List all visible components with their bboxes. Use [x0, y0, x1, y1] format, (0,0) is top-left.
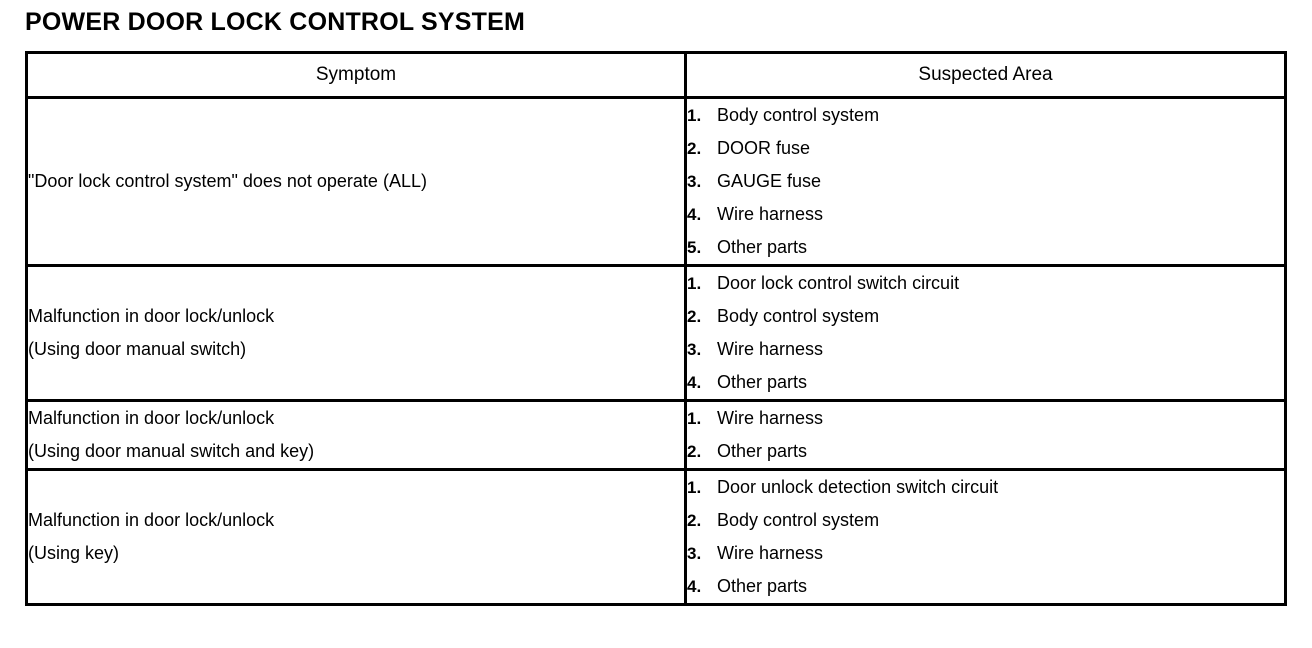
symptom-line: (Using door manual switch and key) [28, 441, 315, 461]
symptom-line: Malfunction in door lock/unlock [28, 408, 275, 428]
suspected-area-item: 3. Wire harness [687, 333, 1284, 366]
suspected-area-item-number: 1. [687, 478, 702, 497]
suspected-area-item-label: Wire harness [717, 339, 824, 359]
suspected-area-item-label: Door lock control switch circuit [717, 273, 960, 293]
table-row: "Door lock control system" does not oper… [25, 96, 1287, 267]
symptom-line: Malfunction in door lock/unlock [28, 510, 275, 530]
table-body: "Door lock control system" does not oper… [25, 96, 1287, 606]
suspected-area-item-number: 2. [687, 511, 702, 530]
symptom-line: Malfunction in door lock/unlock [28, 306, 275, 326]
suspected-area-item-number: 1. [687, 106, 702, 125]
table-row: Malfunction in door lock/unlock (Using ke… [25, 468, 1287, 606]
symptom-line: (Using door manual switch) [28, 339, 247, 359]
suspected-area-item: 2. Body control system [687, 300, 1284, 333]
suspected-area-item-number: 4. [687, 373, 702, 392]
column-header-suspected-area: Suspected Area [684, 51, 1287, 99]
symptom-cell: Malfunction in door lock/unlock (Using do… [25, 399, 687, 471]
suspected-area-item: 1. Door unlock detection switch circuit [687, 471, 1284, 504]
column-header-symptom: Symptom [25, 51, 687, 99]
suspected-area-list: 1. Door unlock detection switch circuit 2.… [687, 471, 1284, 603]
suspected-area-item: 2. Other parts [687, 435, 1284, 468]
suspected-area-item-label: Body control system [717, 105, 880, 125]
table-row: Malfunction in door lock/unlock (Using do… [25, 264, 1287, 402]
suspected-area-item-label: Other parts [717, 237, 808, 257]
suspected-area-item: 2. Body control system [687, 504, 1284, 537]
suspected-area-list: 1. Body control system 2. DOOR fuse 3. GAUGE … [687, 99, 1284, 264]
suspected-area-item-label: Body control system [717, 510, 880, 530]
suspected-area-list: 1. Wire harness 2. Other parts [687, 402, 1284, 468]
suspected-area-cell: 1. Wire harness 2. Other parts [684, 399, 1287, 471]
suspected-area-item-label: GAUGE fuse [717, 171, 822, 191]
suspected-area-cell: 1. Door unlock detection switch circuit 2.… [684, 468, 1287, 606]
symptom-cell: Malfunction in door lock/unlock (Using ke… [25, 468, 687, 606]
suspected-area-item-number: 4. [687, 577, 702, 596]
page-title: POWER DOOR LOCK CONTROL SYSTEM [25, 8, 525, 36]
symptom-line: (Using key) [28, 543, 120, 563]
suspected-area-item-number: 3. [687, 172, 702, 191]
suspected-area-item-label: Wire harness [717, 204, 824, 224]
suspected-area-item: 4. Other parts [687, 570, 1284, 603]
suspected-area-item: 5. Other parts [687, 231, 1284, 264]
suspected-area-item-number: 2. [687, 442, 702, 461]
suspected-area-item: 4. Other parts [687, 366, 1284, 399]
suspected-area-item: 4. Wire harness [687, 198, 1284, 231]
suspected-area-item-label: Other parts [717, 441, 808, 461]
suspected-area-item: 1. Wire harness [687, 402, 1284, 435]
suspected-area-list: 1. Door lock control switch circuit 2. Body… [687, 267, 1284, 399]
suspected-area-item: 1. Body control system [687, 99, 1284, 132]
suspected-area-item-number: 2. [687, 307, 702, 326]
suspected-area-item-number: 4. [687, 205, 702, 224]
suspected-area-item-label: Door unlock detection switch circuit [717, 477, 999, 497]
table-row: Malfunction in door lock/unlock (Using do… [25, 399, 1287, 471]
suspected-area-item-number: 5. [687, 238, 702, 257]
symptom-cell: Malfunction in door lock/unlock (Using do… [25, 264, 687, 402]
suspected-area-item-number: 1. [687, 409, 702, 428]
suspected-area-item-label: Body control system [717, 306, 880, 326]
suspected-area-cell: 1. Body control system 2. DOOR fuse 3. GAUGE … [684, 96, 1287, 267]
suspected-area-item-number: 1. [687, 274, 702, 293]
suspected-area-item-label: DOOR fuse [717, 138, 811, 158]
suspected-area-item-label: Other parts [717, 372, 808, 392]
suspected-area-item-number: 2. [687, 139, 702, 158]
table-header-row: Symptom Suspected Area [25, 51, 1287, 99]
suspected-area-item: 1. Door lock control switch circuit [687, 267, 1284, 300]
suspected-area-item-label: Wire harness [717, 543, 824, 563]
suspected-area-item: 3. GAUGE fuse [687, 165, 1284, 198]
suspected-area-item-number: 3. [687, 340, 702, 359]
symptom-suspected-area-table: Symptom Suspected Area "Door lock contro… [25, 51, 1287, 606]
symptom-cell: "Door lock control system" does not oper… [25, 96, 687, 267]
table-header: Symptom Suspected Area [25, 51, 1287, 99]
suspected-area-item-label: Wire harness [717, 408, 824, 428]
suspected-area-item-number: 3. [687, 544, 702, 563]
symptom-line: "Door lock control system" does not oper… [28, 171, 427, 191]
suspected-area-item: 3. Wire harness [687, 537, 1284, 570]
suspected-area-cell: 1. Door lock control switch circuit 2. Body… [684, 264, 1287, 402]
suspected-area-item-label: Other parts [717, 576, 808, 596]
suspected-area-item: 2. DOOR fuse [687, 132, 1284, 165]
